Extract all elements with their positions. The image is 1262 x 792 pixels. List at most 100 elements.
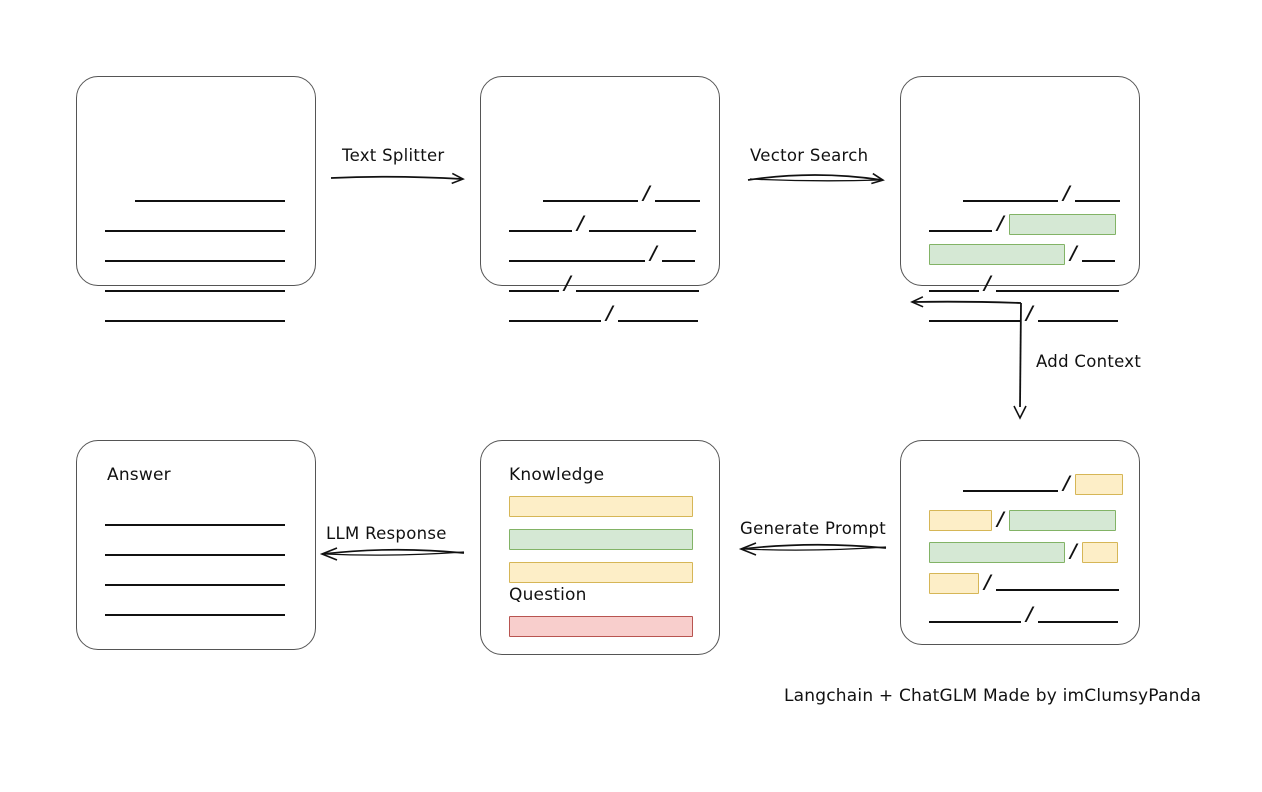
edge-label-add-context: Add Context xyxy=(1036,352,1142,371)
text-line-segment xyxy=(105,260,285,262)
text-line-segment xyxy=(509,320,601,322)
row xyxy=(105,303,285,325)
highlight-chunk-green xyxy=(929,541,1065,563)
text-line-segment xyxy=(995,290,1119,292)
text-line-segment xyxy=(929,230,992,232)
slash-separator: / xyxy=(564,271,571,294)
row: / xyxy=(929,509,1116,531)
text-line-segment xyxy=(135,200,285,202)
node-context-enriched-chunks[interactable]: / / / / / xyxy=(900,440,1140,645)
text-line-segment xyxy=(105,584,285,586)
slash-separator: / xyxy=(1070,539,1077,562)
node-prompt-rows xyxy=(481,441,719,654)
prompt-heading-question: Question xyxy=(509,585,587,605)
prompt-heading-knowledge: Knowledge xyxy=(509,465,605,485)
node-answer-rows xyxy=(77,441,315,649)
row: / xyxy=(929,273,1119,295)
row: / xyxy=(543,183,700,205)
text-line-segment xyxy=(1081,260,1115,262)
row xyxy=(509,495,693,517)
row: / xyxy=(509,243,695,265)
text-line-segment xyxy=(617,320,698,322)
slash-separator: / xyxy=(606,301,613,324)
arrow-llm-response xyxy=(319,547,465,561)
edge-label-text-splitter: Text Splitter xyxy=(342,146,445,165)
slash-separator: / xyxy=(997,211,1004,234)
slash-separator: / xyxy=(984,570,991,593)
text-line-segment xyxy=(575,290,699,292)
text-line-segment xyxy=(105,524,285,526)
node-vector-matched-chunks-rows: / / / / / xyxy=(901,77,1139,322)
text-line-segment xyxy=(509,290,559,292)
row: / xyxy=(929,541,1118,563)
text-line-segment xyxy=(105,554,285,556)
node-vector-matched-chunks[interactable]: / / / / / xyxy=(900,76,1140,322)
node-split-chunks[interactable]: / / / / / xyxy=(480,76,720,322)
footer-credit: Langchain + ChatGLM Made by imClumsyPand… xyxy=(784,686,1202,706)
row: / xyxy=(929,213,1116,235)
node-context-enriched-chunks-rows: / / / / / xyxy=(901,441,1139,644)
edge-label-generate-prompt: Generate Prompt xyxy=(740,519,886,538)
row xyxy=(509,528,693,550)
text-line-segment xyxy=(543,200,638,202)
highlight-chunk-yellow xyxy=(929,572,979,594)
text-line-segment xyxy=(1074,200,1120,202)
text-line-segment xyxy=(995,589,1119,591)
text-line-segment xyxy=(1037,621,1118,623)
text-line-segment xyxy=(105,614,285,616)
row xyxy=(509,615,693,637)
text-line-segment xyxy=(509,230,572,232)
text-line-segment xyxy=(509,260,645,262)
slash-separator: / xyxy=(984,271,991,294)
answer-heading: Answer xyxy=(107,465,171,485)
row xyxy=(105,597,285,619)
arrow-generate-prompt xyxy=(738,542,887,556)
edge-label-vector-search: Vector Search xyxy=(750,146,869,165)
row xyxy=(105,537,285,559)
row: / xyxy=(509,303,698,325)
slash-separator: / xyxy=(650,241,657,264)
row: / xyxy=(963,473,1123,495)
text-line-segment xyxy=(963,200,1058,202)
text-line-segment xyxy=(105,230,285,232)
slash-separator: / xyxy=(1063,181,1070,204)
row xyxy=(105,507,285,529)
text-line-segment xyxy=(929,320,1021,322)
row xyxy=(135,183,285,205)
slash-separator: / xyxy=(577,211,584,234)
row: / xyxy=(929,604,1118,626)
edge-label-llm-response: LLM Response xyxy=(326,524,447,543)
node-answer[interactable]: Answer xyxy=(76,440,316,650)
highlight-chunk-green xyxy=(1008,509,1116,531)
slash-separator: / xyxy=(997,507,1004,530)
highlight-chunk-yellow xyxy=(1081,541,1118,563)
text-line-segment xyxy=(929,621,1021,623)
knowledge-bar-yellow xyxy=(509,495,693,517)
row xyxy=(105,567,285,589)
highlight-chunk-green xyxy=(929,243,1065,265)
row: / xyxy=(963,183,1120,205)
text-line-segment xyxy=(105,290,285,292)
highlight-chunk-yellow xyxy=(929,509,992,531)
row xyxy=(105,213,285,235)
knowledge-bar-yellow xyxy=(509,561,693,583)
row: / xyxy=(929,572,1119,594)
text-line-segment xyxy=(1037,320,1118,322)
row xyxy=(105,273,285,295)
text-line-segment xyxy=(661,260,695,262)
slash-separator: / xyxy=(1026,602,1033,625)
text-line-segment xyxy=(654,200,700,202)
question-bar-red xyxy=(509,615,693,637)
highlight-chunk-green xyxy=(1008,213,1116,235)
node-prompt[interactable]: Knowledge Question xyxy=(480,440,720,655)
highlight-chunk-yellow xyxy=(1074,473,1123,495)
slash-separator: / xyxy=(1063,471,1070,494)
row xyxy=(105,243,285,265)
text-line-segment xyxy=(929,290,979,292)
row: / xyxy=(509,213,696,235)
node-source-document-rows xyxy=(77,77,315,322)
node-source-document[interactable] xyxy=(76,76,316,322)
arrow-vector-search xyxy=(747,172,885,185)
text-line-segment xyxy=(105,320,285,322)
